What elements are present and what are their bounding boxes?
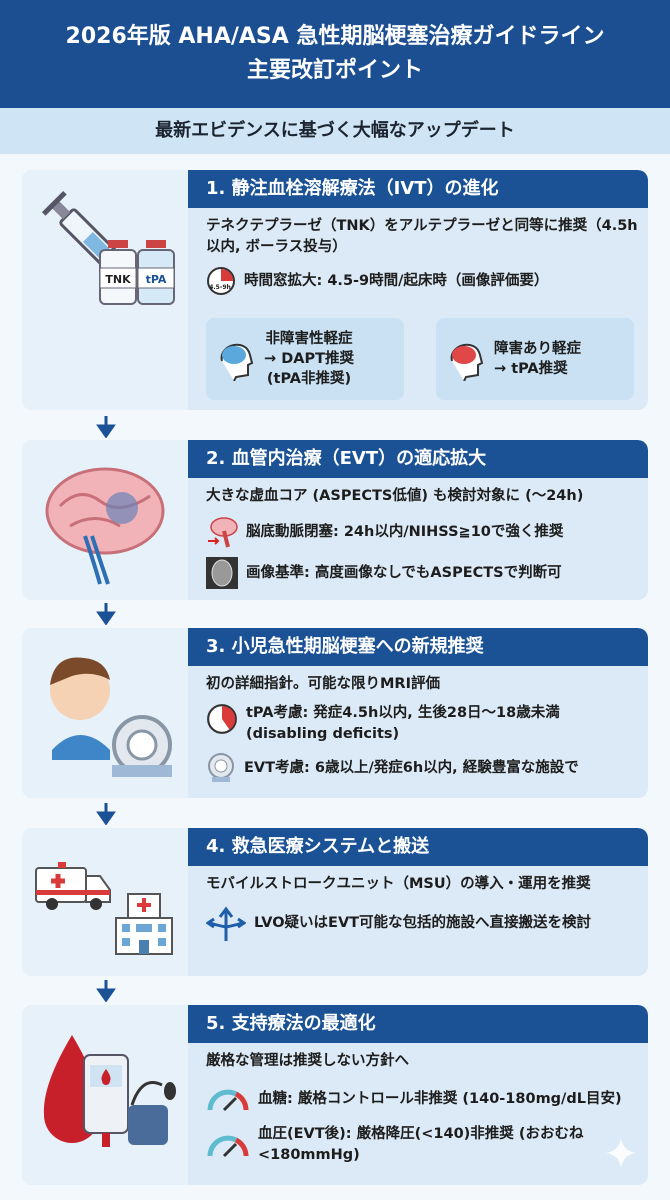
subtitle: 最新エビデンスに基づく大幅なアップデート <box>0 108 670 154</box>
list-item: EVT考慮: 6歳以上/発症6h以内, 経験豊富な施設で <box>206 753 638 783</box>
list-item: 4.5-9h 時間窓拡大: 4.5-9時間/起床時（画像評価要） <box>206 266 638 296</box>
blood-glucose-bp-icon <box>43 1035 176 1147</box>
illustration-area: TNK tPA <box>22 170 188 410</box>
section-title: 4. 救急医療システムと搬送 <box>188 828 648 866</box>
section-title: 5. 支持療法の最適化 <box>188 1005 648 1043</box>
section-supportive: 5. 支持療法の最適化 厳格な管理は推奨しない方針へ 血糖: 厳格コントロール非… <box>22 1005 648 1185</box>
list-item: 脳底動脈閉塞: 24h以内/NIHSS≧10で強く推奨 <box>206 515 638 549</box>
tpa-vial-icon: tPA <box>137 240 175 305</box>
section-title: 2. 血管内治療（EVT）の適応拡大 <box>188 440 648 478</box>
item-text: 脳底動脈閉塞: 24h以内/NIHSS≧10で強く推奨 <box>246 523 564 540</box>
illustration-area <box>22 628 188 798</box>
section-lead: モバイルストロークユニット（MSU）の導入・運用を推奨 <box>206 876 591 892</box>
section-title: 1. 静注血栓溶解療法（IVT）の進化 <box>188 170 648 208</box>
down-arrow-icon <box>96 603 116 625</box>
item-text: 血糖: 厳格コントロール非推奨 (140-180mg/dL目安) <box>258 1090 622 1107</box>
down-arrow-icon <box>96 803 116 825</box>
gauge-icon <box>207 1089 249 1112</box>
item-text: 血圧(EVT後): 厳格降圧(<140)非推奨 (おおむね<180mmHg) <box>258 1126 584 1163</box>
tnk-label: TNK <box>105 273 131 286</box>
box-text: → DAPT推奨 <box>264 351 354 367</box>
down-arrow-icon <box>96 416 116 438</box>
ct-scan-icon <box>206 557 238 589</box>
down-arrow-icon <box>96 980 116 1002</box>
brain-vessel-icon <box>45 467 165 585</box>
disabling-box: 障害あり軽症 → tPA推奨 <box>436 318 634 400</box>
item-text: 時間窓拡大: 4.5-9時間/起床時（画像評価要） <box>244 272 549 289</box>
sparkle-icon <box>606 1138 636 1168</box>
list-item: 血圧(EVT後): 厳格降圧(<140)非推奨 (おおむね<180mmHg) <box>206 1124 638 1166</box>
section-pediatric: 3. 小児急性期脳梗塞への新規推奨 初の詳細指針。可能な限りMRI評価 tPA考… <box>22 628 648 798</box>
illustration-area <box>22 440 188 600</box>
item-text: 画像基準: 高度画像なしでもASPECTSで判断可 <box>246 564 562 581</box>
non-disabling-box: 非障害性軽症 → DAPT推奨 (tPA非推奨) <box>206 318 404 400</box>
item-text: LVO疑いはEVT可能な包括的施設へ直接搬送を検討 <box>254 914 592 931</box>
illustration-area <box>22 1005 188 1185</box>
list-item: 画像基準: 高度画像なしでもASPECTSで判断可 <box>206 557 638 589</box>
list-item: tPA考慮: 発症4.5h以内, 生後28日〜18歳未満 (disabling … <box>206 703 638 745</box>
header: 2026年版 AHA/ASA 急性期脳梗塞治療ガイドライン 主要改訂ポイント <box>0 0 670 108</box>
mri-icon <box>208 753 234 782</box>
section-ems: 4. 救急医療システムと搬送 モバイルストロークユニット（MSU）の導入・運用を… <box>22 828 648 976</box>
item-text: EVT考慮: 6歳以上/発症6h以内, 経験豊富な施設で <box>244 759 579 776</box>
clock-icon: 4.5-9h <box>207 267 235 295</box>
list-item: 血糖: 厳格コントロール非推奨 (140-180mg/dL目安) <box>206 1086 638 1112</box>
list-item: LVO疑いはEVT可能な包括的施設へ直接搬送を検討 <box>206 903 638 943</box>
brain-blue-icon <box>220 343 254 381</box>
box-text: 障害あり軽症 <box>494 341 581 357</box>
tnk-vial-icon: TNK <box>99 240 137 305</box>
illustration-area <box>22 828 188 976</box>
child-mri-icon <box>50 657 172 777</box>
section-ivt: TNK tPA 1. 静注血栓溶解療法（IVT）の進化 テネクテプラーゼ（TNK… <box>22 170 648 410</box>
svg-text:4.5-9h: 4.5-9h <box>209 284 231 291</box>
section-lead: 初の詳細指針。可能な限りMRI評価 <box>206 676 440 692</box>
gauge-icon <box>207 1135 249 1158</box>
box-text: 非障害性軽症 <box>265 331 353 347</box>
brain-red-icon <box>450 343 484 381</box>
title-line-2: 主要改訂ポイント <box>246 58 423 83</box>
section-evt: 2. 血管内治療（EVT）の適応拡大 大きな虚血コア (ASPECTS低値) も… <box>22 440 648 600</box>
item-text: tPA考慮: 発症4.5h以内, 生後28日〜18歳未満 (disabling … <box>246 705 560 742</box>
tpa-label: tPA <box>146 273 167 286</box>
box-text: (tPA非推奨) <box>266 371 352 387</box>
brainstem-icon <box>208 517 238 548</box>
clock-icon <box>207 704 237 734</box>
route-icon <box>206 906 246 941</box>
title-line-1: 2026年版 AHA/ASA 急性期脳梗塞治療ガイドライン <box>65 24 605 49</box>
section-lead: 大きな虚血コア (ASPECTS低値) も検討対象に (〜24h) <box>206 488 584 504</box>
box-text: → tPA推奨 <box>494 361 568 377</box>
section-lead: テネクテプラーゼ（TNK）をアルテプラーゼと同等に推奨（4.5h以内, ボーラス… <box>206 218 638 255</box>
ambulance-icon <box>35 862 111 910</box>
section-title: 3. 小児急性期脳梗塞への新規推奨 <box>188 628 648 666</box>
section-lead: 厳格な管理は推奨しない方針へ <box>206 1053 409 1069</box>
hospital-icon <box>115 893 173 955</box>
